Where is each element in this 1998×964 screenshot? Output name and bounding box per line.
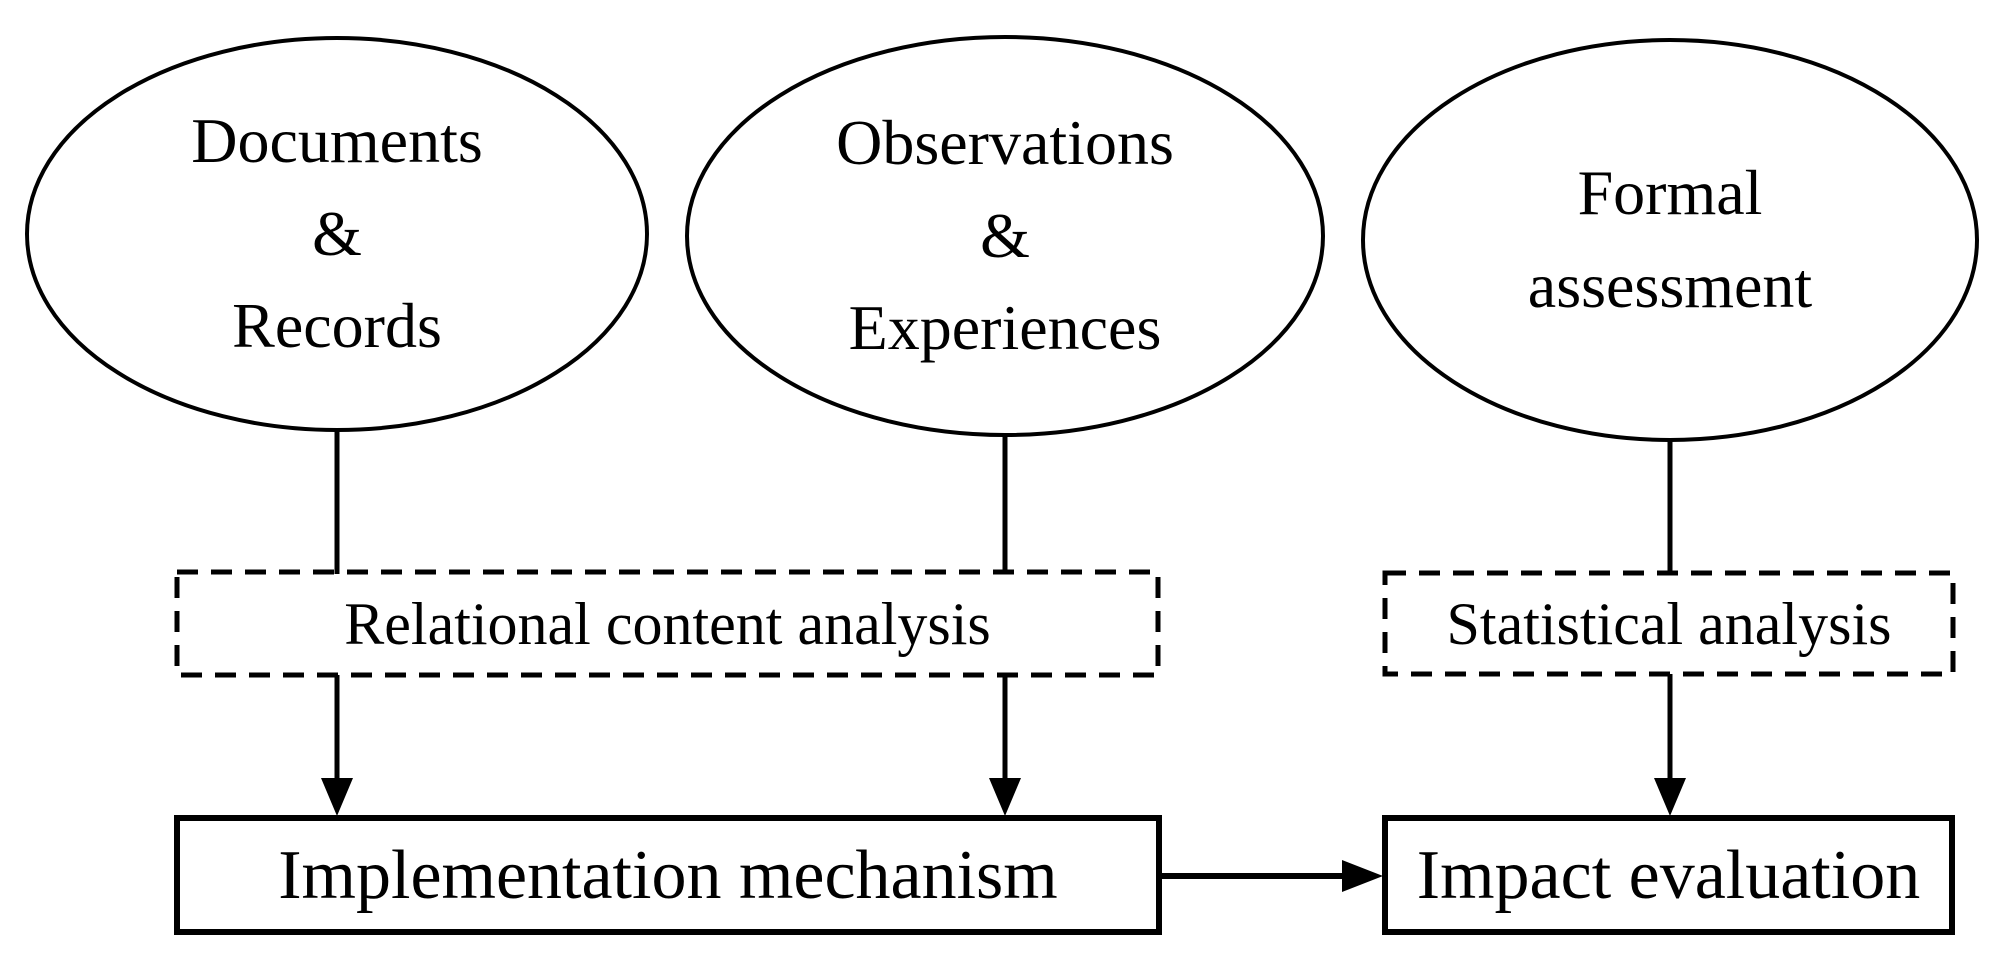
- arrowhead-impact-evaluation-top: [1654, 778, 1686, 816]
- label-line: &: [980, 199, 1030, 271]
- label-line: &: [312, 197, 362, 269]
- label-line: Statistical analysis: [1446, 591, 1892, 657]
- label-impact-evaluation: Impact evaluation: [1391, 821, 1946, 929]
- label-documents-records: Documents & Records: [27, 38, 647, 430]
- label-formal-assessment: Formal assessment: [1363, 40, 1977, 440]
- label-line: Implementation mechanism: [278, 836, 1058, 914]
- label-statistical-analysis: Statistical analysis: [1390, 576, 1948, 672]
- arrowhead-implementation-right: [989, 778, 1021, 816]
- box-implementation-mechanism: [174, 815, 1162, 935]
- label-implementation-mechanism: Implementation mechanism: [183, 821, 1153, 929]
- label-line: Impact evaluation: [1416, 836, 1921, 914]
- label-line: Documents: [191, 104, 483, 176]
- box-impact-evaluation: [1382, 815, 1955, 935]
- label-line: assessment: [1527, 250, 1813, 321]
- label-observations-experiences: Observations & Experiences: [687, 37, 1323, 435]
- label-line: Relational content analysis: [344, 591, 991, 657]
- label-relational-content-analysis: Relational content analysis: [182, 575, 1153, 673]
- arrowhead-implementation-left: [321, 778, 353, 816]
- label-line: Records: [232, 290, 442, 362]
- label-line: Formal: [1577, 157, 1763, 229]
- label-line: Observations: [836, 106, 1174, 178]
- arrowhead-impact-evaluation-left: [1342, 860, 1383, 892]
- dashed-box-relational-content-analysis: [174, 569, 1161, 678]
- label-line: Experiences: [848, 292, 1162, 364]
